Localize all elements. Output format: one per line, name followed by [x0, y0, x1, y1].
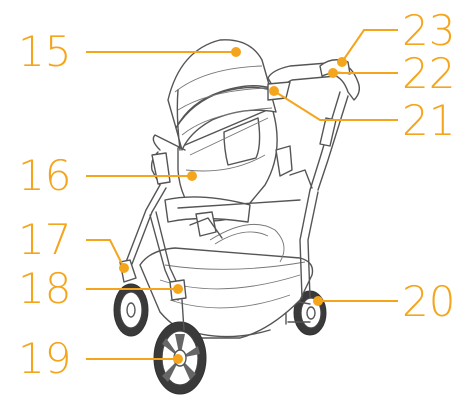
callout-label: 22 [402, 49, 455, 98]
callout-label: 19 [18, 334, 71, 383]
callout-label: 21 [402, 96, 455, 145]
marker-dot [313, 296, 323, 306]
callout-label: 20 [402, 277, 455, 326]
leader-line [342, 30, 398, 62]
callout-16: 16 [18, 151, 197, 200]
marker-dot [328, 68, 338, 78]
marker-dot [337, 57, 347, 67]
marker-dot [187, 171, 197, 181]
callout-label: 15 [18, 27, 71, 76]
marker-dot [173, 354, 183, 364]
callout-label: 16 [18, 151, 71, 200]
marker-dot [231, 47, 241, 57]
callout-label: 18 [18, 264, 71, 313]
callout-label: 23 [402, 6, 455, 55]
callout-20: 20 [313, 277, 455, 326]
leader-line [86, 240, 124, 268]
marker-dot [269, 86, 279, 96]
callout-label: 17 [18, 215, 71, 264]
marker-dot [119, 263, 129, 273]
marker-dot [173, 284, 183, 294]
stroller-illustration [114, 40, 359, 394]
rear-wheel-left [114, 284, 148, 336]
